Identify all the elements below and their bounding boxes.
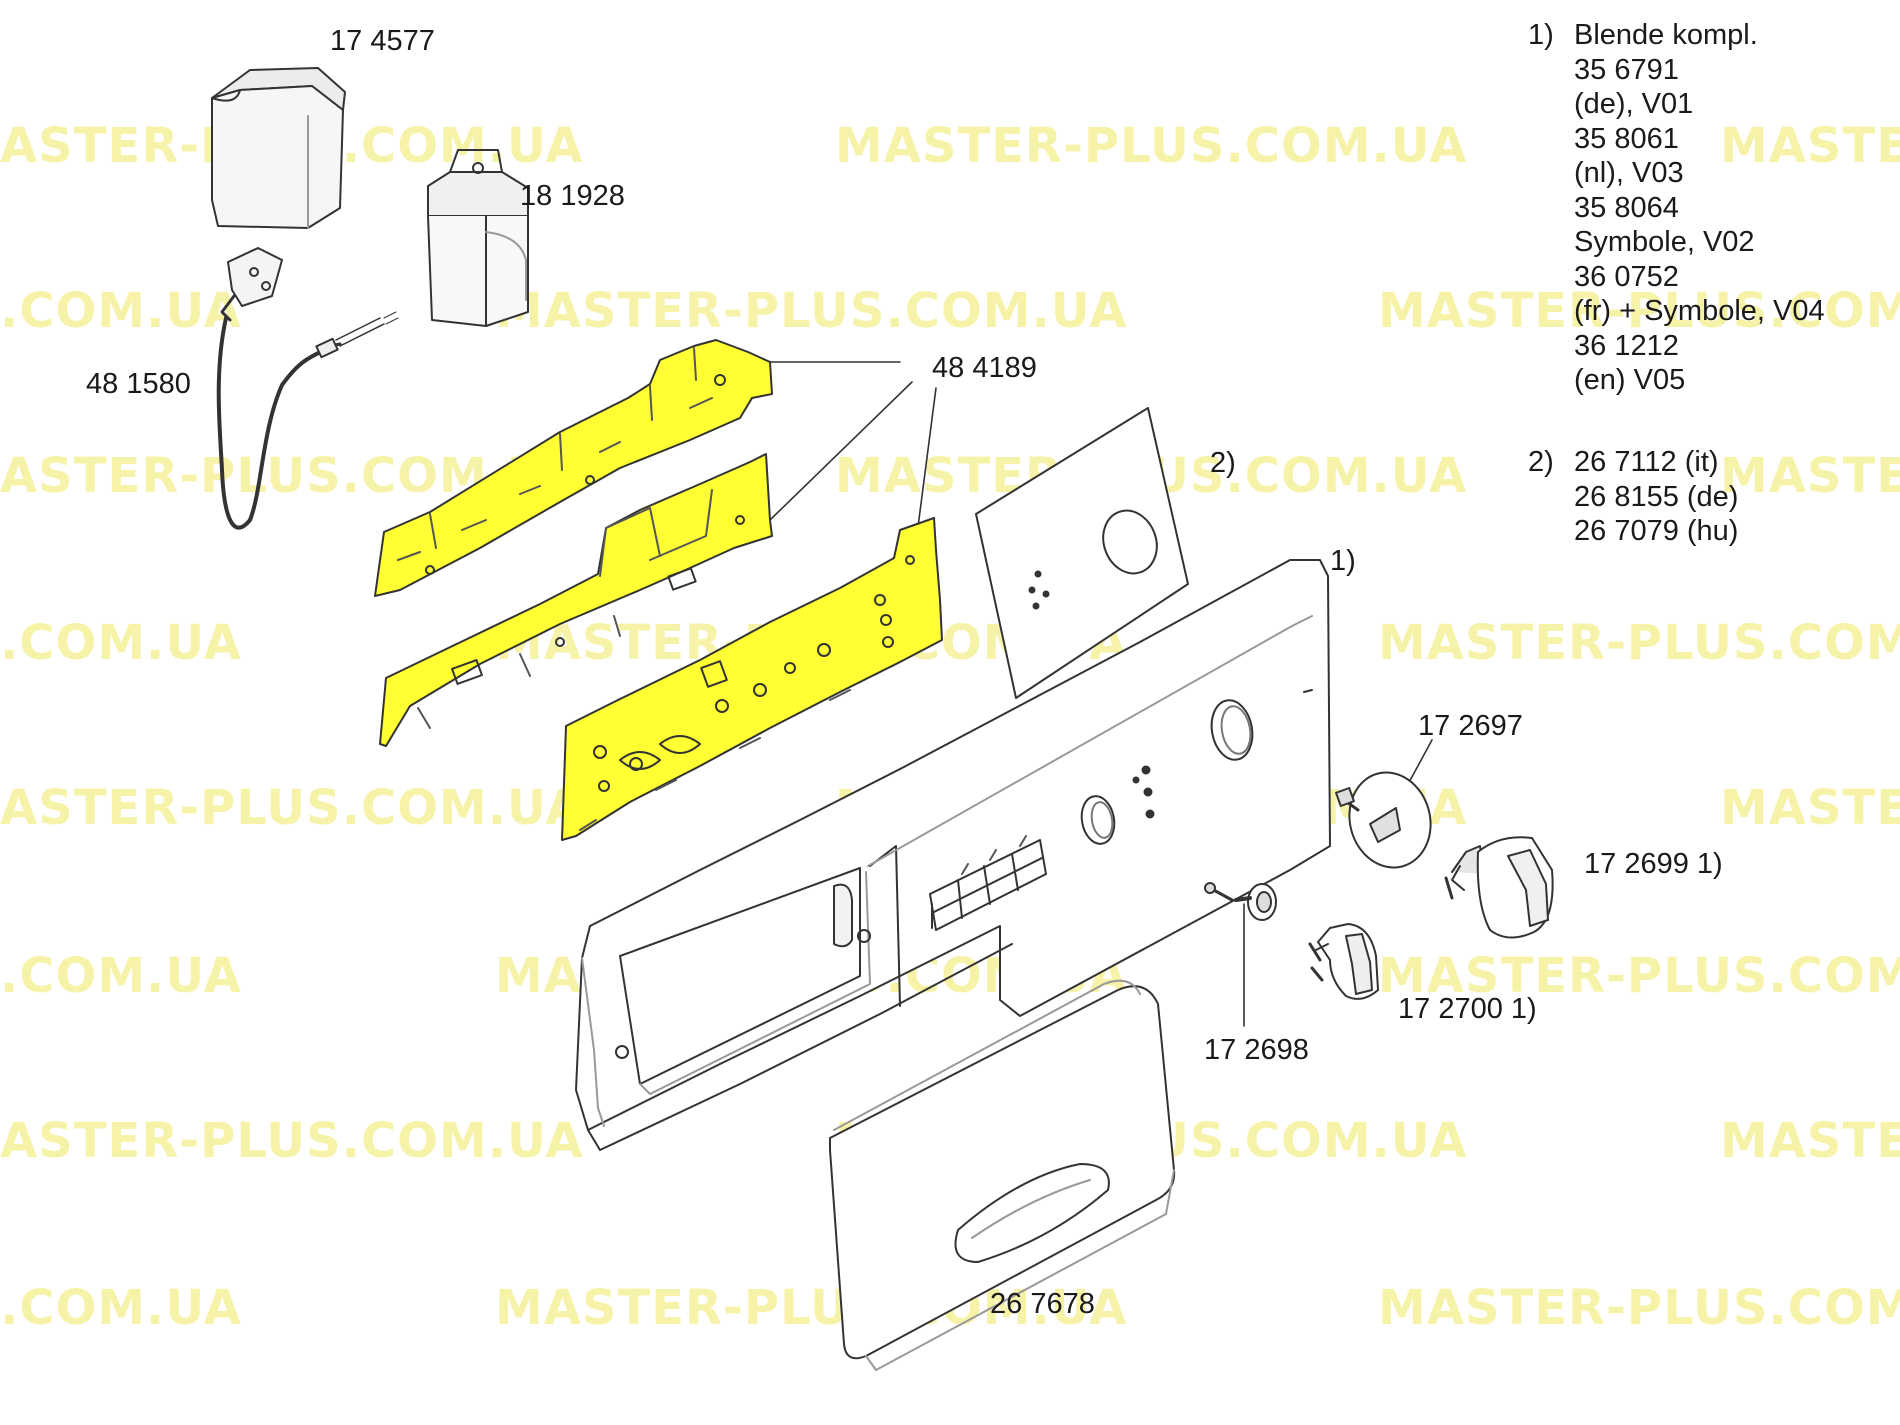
control-module-lower-part xyxy=(561,517,943,841)
footnote-line: Blende kompl. xyxy=(1574,19,1758,51)
footnote-row: (en) V05 xyxy=(1528,363,1825,398)
filter-box-part xyxy=(211,67,346,229)
footnote-line: 26 7079 (hu) xyxy=(1574,515,1739,547)
label-control-modules: 48 4189 xyxy=(932,352,1037,384)
footnote-2: 2) 26 7112 (it) 26 8155 (de) 26 7079 (hu) xyxy=(1528,445,1738,549)
watermark: MASTE xyxy=(1720,448,1900,504)
label-shaft-bushing: 17 2698 xyxy=(1204,1034,1309,1066)
footnote-line: (de), V01 xyxy=(1574,88,1694,120)
watermark: ASTER-PLUS.COM.UA xyxy=(0,780,584,836)
control-fascia-part xyxy=(575,559,1331,1151)
footnote-line: 26 8155 (de) xyxy=(1574,480,1739,513)
watermark: .COM.UA xyxy=(0,615,242,671)
watermark: MASTER-PLUS.COM.UA xyxy=(495,283,1128,339)
watermark: MASTER-PLUS.COM xyxy=(1378,615,1900,671)
watermark: MASTER-PLUS.COM xyxy=(1378,948,1900,1004)
label-filter-box: 17 4577 xyxy=(330,25,435,57)
label-capacitor: 18 1928 xyxy=(520,180,625,212)
footnote-row: 1) Blende kompl. xyxy=(1528,18,1825,53)
watermark: .COM.UA xyxy=(0,1280,242,1336)
label-overlay-ref: 2) xyxy=(1210,447,1236,479)
overlay-sheet-part xyxy=(975,407,1189,699)
footnote-row: (fr) + Symbole, V04 xyxy=(1528,294,1825,329)
footnote-row: 26 8155 (de) xyxy=(1528,480,1738,515)
footnote-line: 35 8061 xyxy=(1574,122,1679,155)
watermark: MASTER-PLUS.COM.UA xyxy=(495,1280,1128,1336)
footnote-line: Symbole, V02 xyxy=(1574,226,1755,258)
footnote-line: 36 0752 xyxy=(1574,260,1679,293)
watermark: MASTER-PLUS.COM xyxy=(1378,283,1900,339)
footnote-row: (de), V01 xyxy=(1528,87,1825,122)
footnote-row: Symbole, V02 xyxy=(1528,225,1825,260)
label-drawer-handle: 26 7678 xyxy=(990,1288,1095,1320)
footnote-row: 35 6791 xyxy=(1528,53,1825,88)
footnote-number: 2) xyxy=(1528,446,1554,478)
watermark: MASTER-PLUS.COM.UA xyxy=(835,118,1468,174)
knob-cap-part xyxy=(1335,771,1432,869)
capacitor-part xyxy=(427,149,529,327)
footnote-line: (fr) + Symbole, V04 xyxy=(1574,295,1825,327)
footnote-line: 36 1212 xyxy=(1574,329,1679,362)
footnote-line: (en) V05 xyxy=(1574,364,1686,396)
footnote-number: 1) xyxy=(1528,19,1554,51)
footnote-1: 1) Blende kompl. 35 6791 (de), V01 35 806… xyxy=(1528,18,1825,398)
footnote-row: 2) 26 7112 (it) xyxy=(1528,445,1738,480)
footnote-line: (nl), V03 xyxy=(1574,157,1684,189)
label-knob-cap: 17 2697 xyxy=(1418,710,1523,742)
footnote-row: 35 8061 xyxy=(1528,122,1825,157)
control-module-middle-part xyxy=(379,453,773,747)
watermark: MASTE xyxy=(1720,780,1900,836)
footnote-line: 35 8064 xyxy=(1574,191,1679,224)
watermark: .COM.UA xyxy=(0,948,242,1004)
power-cord-part xyxy=(216,247,399,530)
label-knob-small: 17 2700 1) xyxy=(1398,993,1537,1025)
watermark: MASTER-PLUS.COM xyxy=(1378,1280,1900,1336)
footnote-line: 26 7112 (it) xyxy=(1574,446,1719,478)
control-module-upper-part xyxy=(374,339,773,597)
footnote-row: 36 1212 xyxy=(1528,329,1825,364)
watermark: ASTER-PLUS.COM.UA xyxy=(0,1113,584,1169)
watermark: .COM.UA xyxy=(0,283,242,339)
footnote-line: 35 6791 xyxy=(1574,53,1679,86)
watermark: MASTE xyxy=(1720,118,1900,174)
footnote-row: 36 0752 xyxy=(1528,260,1825,295)
shaft-bushing-part xyxy=(1204,882,1277,921)
footnote-row: 26 7079 (hu) xyxy=(1528,514,1738,549)
label-fascia-ref: 1) xyxy=(1330,545,1356,577)
footnote-row: (nl), V03 xyxy=(1528,156,1825,191)
label-power-cord: 48 1580 xyxy=(86,368,191,400)
drawer-handle-part xyxy=(829,979,1176,1371)
label-knob-large: 17 2699 1) xyxy=(1584,848,1723,880)
knob-large-part xyxy=(1444,836,1554,939)
footnote-row: 35 8064 xyxy=(1528,191,1825,226)
knob-small-part xyxy=(1308,923,1379,1000)
watermark: MASTE xyxy=(1720,1113,1900,1169)
